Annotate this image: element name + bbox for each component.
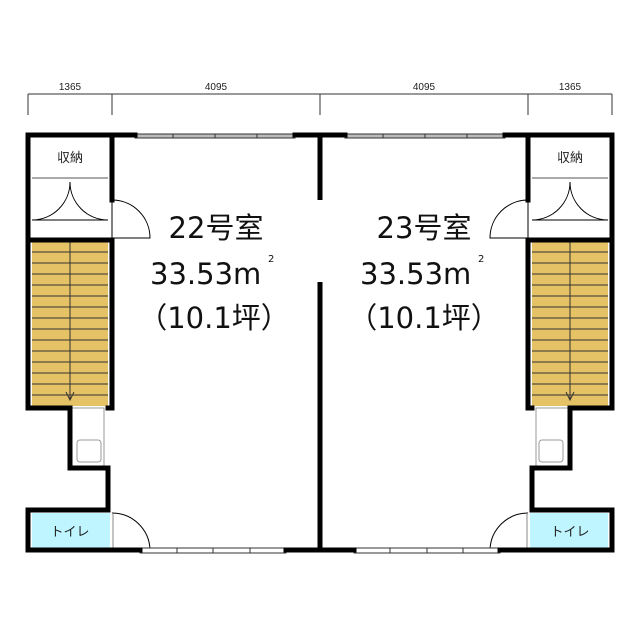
area-superscript: 2 [268,254,274,265]
unit-area: 33.53m [360,257,471,291]
unit-area: 33.53m [150,257,261,291]
storage-label: 収納 [557,151,583,166]
toilet-label: トイレ [50,525,89,540]
toilet-label: トイレ [550,525,589,540]
unit-tsubo: （10.1坪） [138,301,290,335]
dimension-label: 1365 [59,82,82,93]
unit-name: 22号室 [169,211,264,245]
unit-name: 23号室 [377,211,472,245]
area-superscript: 2 [478,254,484,265]
dimension-label: 4095 [205,82,228,93]
storage-label: 収納 [57,151,83,166]
dimension-label: 1365 [559,82,582,93]
dimension-label: 4095 [413,82,436,93]
unit-tsubo: （10.1坪） [348,301,500,335]
